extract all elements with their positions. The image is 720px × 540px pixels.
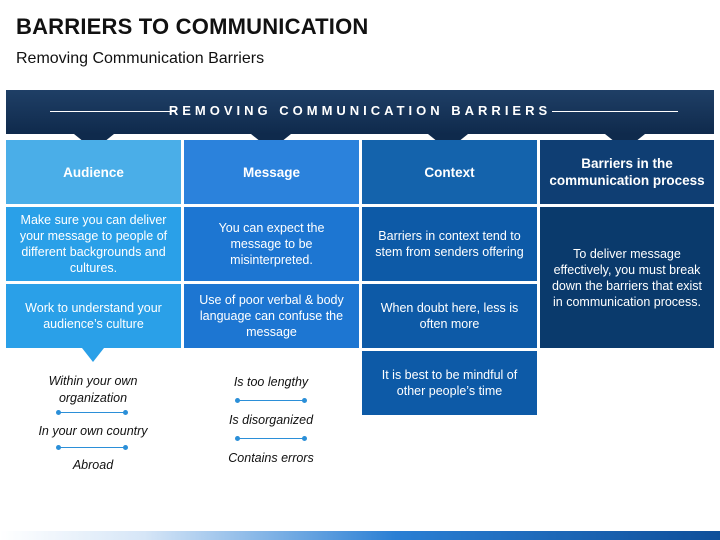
barriers-cell-1: To deliver message effectively, you must… — [540, 207, 714, 348]
audience-item-2: In your own country — [38, 424, 148, 438]
section-banner: REMOVING COMMUNICATION BARRIERS — [6, 90, 714, 134]
context-header: Context — [362, 140, 537, 204]
barriers-header: Barriers in the communication process — [540, 140, 714, 204]
context-cell-2: When doubt here, less is often more — [362, 284, 537, 348]
message-separator-1 — [235, 398, 307, 403]
audience-pointer — [82, 348, 104, 362]
page-subtitle: Removing Communication Barriers — [16, 50, 265, 67]
audience-separator-2 — [56, 445, 128, 450]
footer-accent-bar — [0, 531, 720, 540]
message-header: Message — [184, 140, 359, 204]
message-item-3: Contains errors — [228, 451, 314, 465]
audience-cell-1: Make sure you can deliver your message t… — [6, 207, 181, 281]
message-cell-2: Use of poor verbal & body language can c… — [184, 284, 359, 348]
banner-rule-left — [50, 111, 176, 112]
context-cell-3: It is best to be mindful of other people… — [362, 351, 537, 415]
message-cell-1: You can expect the message to be misinte… — [184, 207, 359, 281]
message-item-1: Is too lengthy — [233, 375, 309, 389]
audience-header: Audience — [6, 140, 181, 204]
audience-separator-1 — [56, 410, 128, 415]
message-item-2: Is disorganized — [228, 413, 314, 427]
page-title: BARRIERS TO COMMUNICATION — [16, 14, 369, 39]
banner-rule-right — [552, 111, 678, 112]
audience-cell-2: Work to understand your audience’s cultu… — [6, 284, 181, 348]
audience-item-1: Within your own organization — [48, 374, 138, 405]
audience-item-3: Abroad — [72, 458, 114, 472]
context-cell-1: Barriers in context tend to stem from se… — [362, 207, 537, 281]
message-separator-2 — [235, 436, 307, 441]
banner-title: REMOVING COMMUNICATION BARRIERS — [168, 103, 552, 118]
